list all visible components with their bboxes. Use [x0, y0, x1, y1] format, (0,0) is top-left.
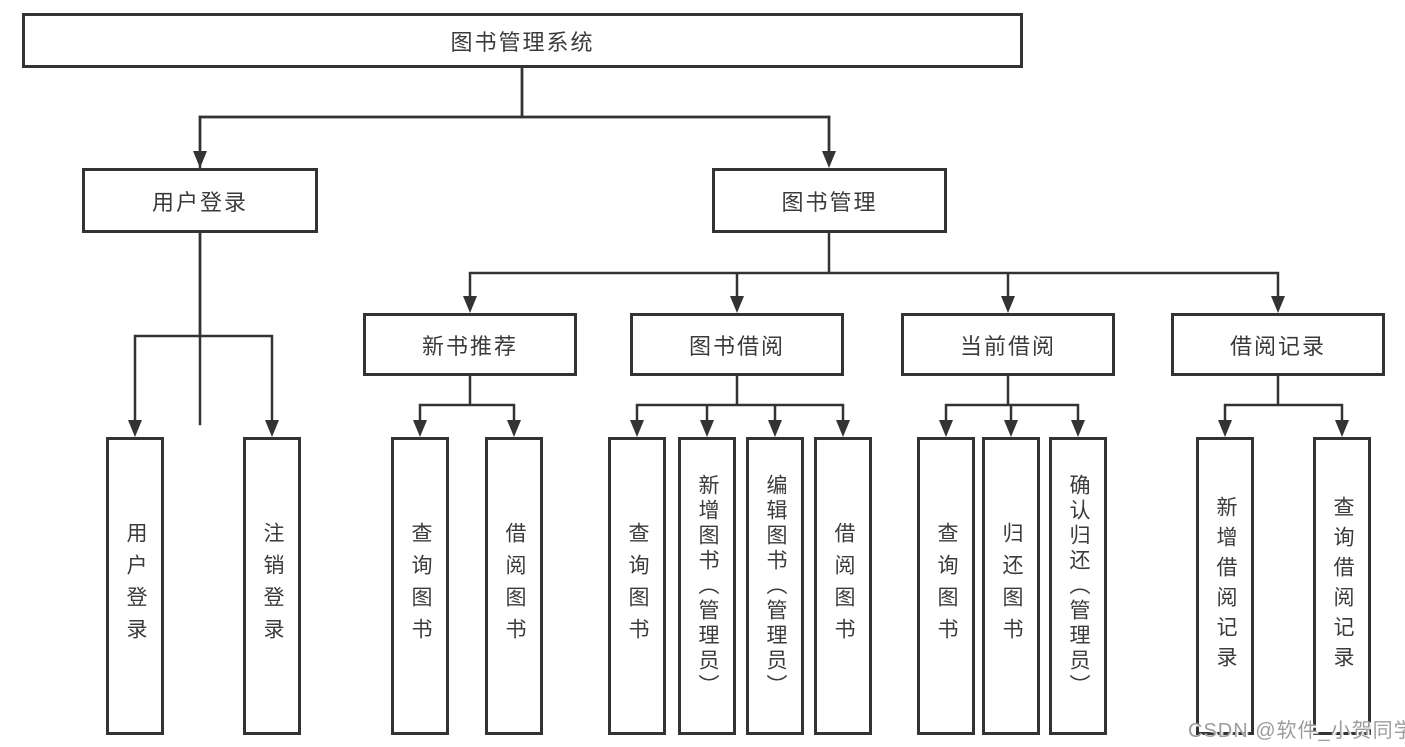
edge-path: [944, 374, 1080, 423]
arrowhead: [836, 420, 850, 437]
node-book-borrow-label: 图书借阅: [688, 333, 785, 359]
leaf-return-book: 归还图书: [982, 437, 1040, 735]
node-book-borrow: 图书借阅: [630, 313, 844, 376]
leaf-edit-book-admin: 编辑图书（管理员）: [746, 437, 804, 735]
arrowhead: [700, 420, 714, 437]
leaf-return-book-label: 归还图书: [1000, 522, 1023, 650]
leaf-query-borrow-record: 查询借阅记录: [1313, 437, 1371, 735]
arrowhead: [1335, 420, 1349, 437]
arrowhead: [265, 420, 279, 437]
node-book-management: 图书管理: [712, 168, 947, 233]
leaf-add-borrow-record-label: 新增借阅记录: [1214, 496, 1237, 676]
arrowhead: [463, 296, 477, 313]
edge-path: [635, 374, 845, 423]
node-user-login: 用户登录: [82, 168, 318, 233]
arrowhead: [1001, 296, 1015, 313]
arrowhead: [1271, 296, 1285, 313]
leaf-query-books-current: 查询图书: [917, 437, 975, 735]
edge-path: [418, 374, 516, 423]
arrowhead: [822, 151, 836, 168]
edges-book-borrow: [630, 374, 850, 437]
leaf-borrow-books: 借阅图书: [814, 437, 872, 735]
leaf-query-books-borrow-label: 查询图书: [626, 522, 649, 650]
node-user-login-label: 用户登录: [151, 189, 248, 215]
leaf-confirm-return-admin: 确认归还（管理员）: [1049, 437, 1107, 735]
edges-current-borrow: [939, 374, 1085, 437]
leaf-query-books-recommend: 查询图书: [391, 437, 449, 735]
leaf-query-books-recommend-label: 查询图书: [409, 522, 432, 650]
node-borrow-records-label: 借阅记录: [1229, 333, 1326, 359]
leaf-user-login-label: 用户登录: [124, 522, 147, 650]
node-borrow-records: 借阅记录: [1171, 313, 1385, 376]
leaf-query-borrow-record-label: 查询借阅记录: [1331, 496, 1354, 676]
arrowhead: [413, 420, 427, 437]
edges-borrow-records: [1218, 374, 1349, 437]
leaf-add-borrow-record: 新增借阅记录: [1196, 437, 1254, 735]
node-new-book-recommend-label: 新书推荐: [421, 333, 518, 359]
arrowhead: [630, 420, 644, 437]
leaf-user-login: 用户登录: [106, 437, 164, 735]
node-current-borrow: 当前借阅: [901, 313, 1115, 376]
arrowhead: [507, 420, 521, 437]
leaf-add-book-admin: 新增图书（管理员）: [678, 437, 736, 735]
leaf-borrow-books-recommend-label: 借阅图书: [503, 522, 526, 650]
arrowhead: [730, 296, 744, 313]
edge-path: [133, 231, 274, 423]
leaf-edit-book-admin-label: 编辑图书（管理员）: [764, 473, 787, 699]
leaf-logout: 注销登录: [243, 437, 301, 735]
leaf-query-books-current-label: 查询图书: [935, 522, 958, 650]
node-new-book-recommend: 新书推荐: [363, 313, 577, 376]
leaf-add-book-admin-label: 新增图书（管理员）: [696, 473, 719, 699]
node-root: 图书管理系统: [22, 13, 1023, 68]
arrowhead: [939, 420, 953, 437]
node-book-management-label: 图书管理: [781, 189, 878, 215]
edge-path: [468, 231, 1280, 299]
arrowhead: [768, 420, 782, 437]
leaf-query-books-borrow: 查询图书: [608, 437, 666, 735]
leaf-borrow-books-label: 借阅图书: [832, 522, 855, 650]
arrowhead: [1218, 420, 1232, 437]
edges-user-login: [128, 231, 279, 437]
arrowhead: [1071, 420, 1085, 437]
leaf-confirm-return-admin-label: 确认归还（管理员）: [1067, 473, 1090, 699]
edges-new-book-recommend: [413, 374, 521, 437]
leaf-borrow-books-recommend: 借阅图书: [485, 437, 543, 735]
arrowhead: [128, 420, 142, 437]
edge-path: [1223, 374, 1344, 423]
node-root-label: 图书管理系统: [450, 29, 595, 55]
node-current-borrow-label: 当前借阅: [959, 333, 1056, 359]
watermark: CSDN @软件_小贺同学: [1188, 720, 1405, 742]
edges-book-management: [463, 231, 1285, 313]
arrowhead: [1004, 420, 1018, 437]
arrowhead: [193, 151, 207, 168]
leaf-logout-label: 注销登录: [261, 522, 284, 650]
